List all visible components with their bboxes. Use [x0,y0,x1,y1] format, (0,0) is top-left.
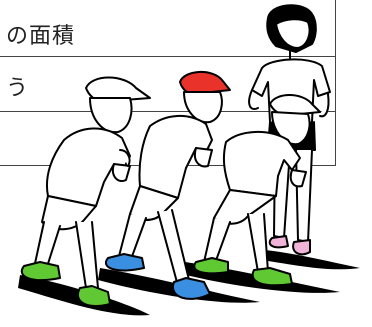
table-row: の面積 [0,0,335,57]
boy-white-cap-right [193,94,321,287]
table-cell-area: の面積 [6,24,76,49]
boy-red-cap [105,71,231,300]
boy-white-cap-left [21,76,151,307]
table-cell-hiragana: う [6,76,30,101]
table-row: う [0,56,335,112]
